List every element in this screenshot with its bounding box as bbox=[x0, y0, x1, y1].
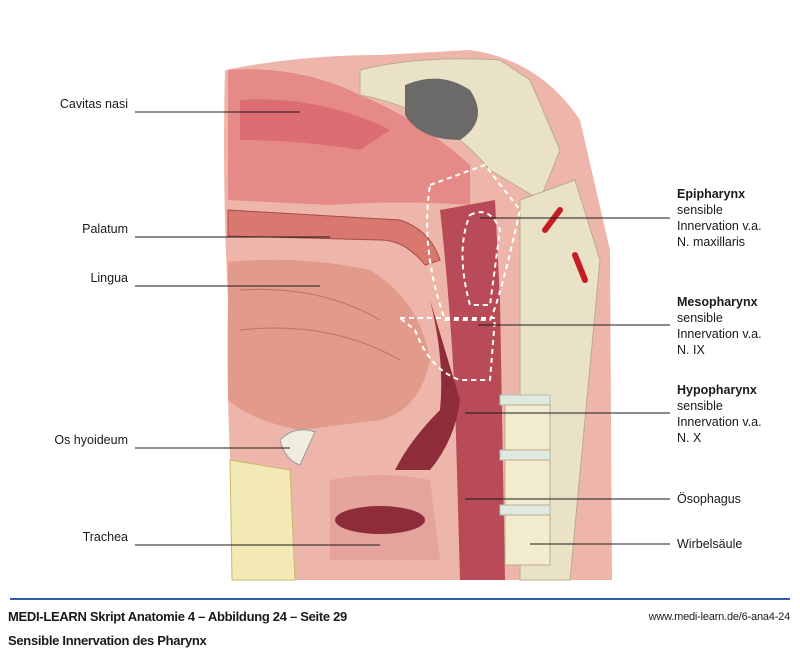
label-line: sensible bbox=[677, 203, 723, 217]
sphenoid-sinus bbox=[405, 78, 478, 140]
label-mesopharynx: Mesopharynx sensible Innervation v.a. N.… bbox=[677, 294, 762, 358]
label-line: N. maxillaris bbox=[677, 235, 746, 249]
footer-subtitle: Sensible Innervation des Pharynx bbox=[8, 633, 207, 648]
pharynx-region-outlines bbox=[397, 163, 522, 381]
pharynx-lumen bbox=[440, 200, 505, 580]
label-cavitas-nasi: Cavitas nasi bbox=[59, 97, 128, 111]
label-line: Innervation v.a. bbox=[677, 415, 762, 429]
tongue bbox=[228, 259, 430, 430]
label-palatum: Palatum bbox=[82, 222, 128, 236]
label-title: Epipharynx bbox=[677, 187, 746, 201]
label-os-hyoideum: Os hyoideum bbox=[54, 433, 128, 447]
label-title: Hypopharynx bbox=[677, 383, 757, 397]
label-lingua: Lingua bbox=[90, 271, 128, 285]
label-line: N. IX bbox=[677, 343, 705, 357]
label-line: sensible bbox=[677, 399, 723, 413]
label-line: sensible bbox=[677, 311, 723, 325]
thyroid-cartilage bbox=[229, 459, 296, 581]
label-line: Innervation v.a. bbox=[677, 219, 762, 233]
pharynx-illustration bbox=[135, 50, 670, 581]
label-hypopharynx: Hypopharynx sensible Innervation v.a. N.… bbox=[677, 382, 762, 446]
footer-url[interactable]: www.medi-learn.de/6-ana4-24 bbox=[648, 611, 791, 623]
label-title: Mesopharynx bbox=[677, 295, 758, 309]
footer-title: MEDI-LEARN Skript Anatomie 4 – Abbildung… bbox=[8, 609, 347, 624]
label-wirbelsaeule: Wirbelsäule bbox=[677, 537, 743, 551]
footer-divider bbox=[10, 598, 790, 600]
label-epipharynx: Epipharynx sensible Innervation v.a. N. … bbox=[677, 186, 762, 250]
label-trachea: Trachea bbox=[82, 530, 128, 544]
label-line: Innervation v.a. bbox=[677, 327, 762, 341]
hyoid-bone bbox=[279, 429, 316, 466]
label-line: N. X bbox=[677, 431, 702, 445]
leader-lines bbox=[135, 111, 670, 546]
label-oesophagus: Ösophagus bbox=[677, 492, 741, 506]
palate bbox=[227, 209, 441, 266]
